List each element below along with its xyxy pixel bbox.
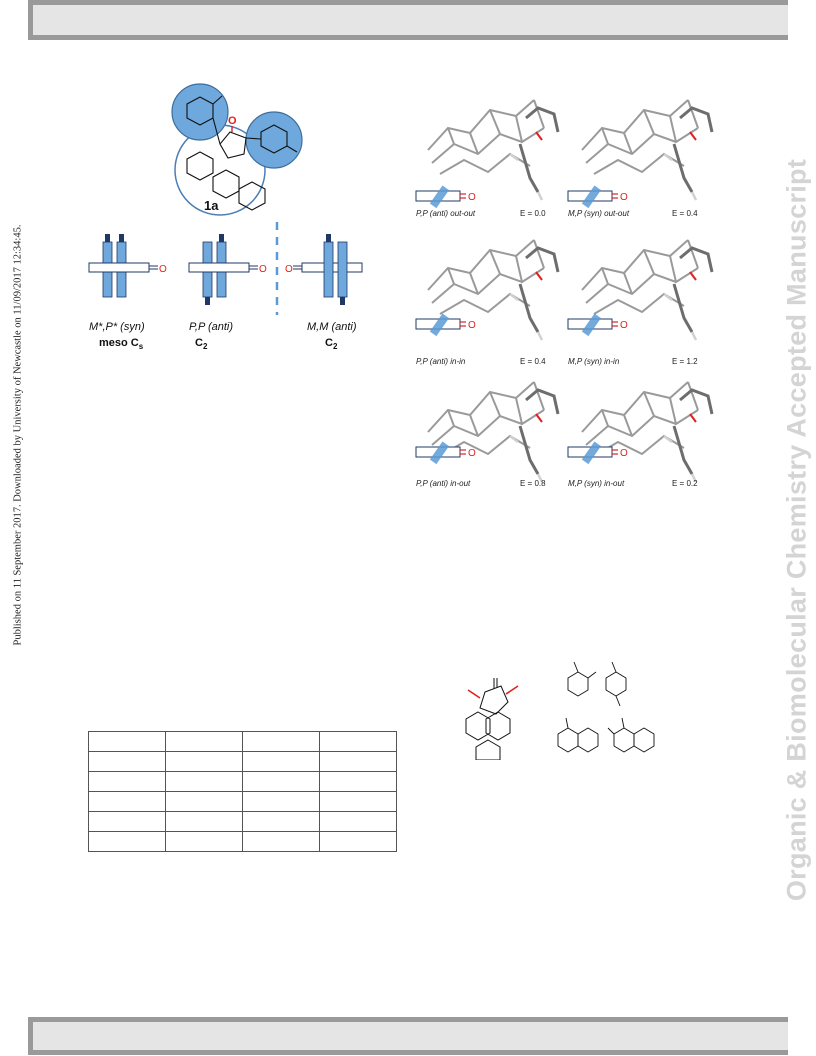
conformer-energy: E = 0.2 xyxy=(672,479,698,488)
conformers-figure: O P,P (anti) out-out E = 0.0 O M,P (syn)… xyxy=(415,98,714,488)
conformer-energy: E = 0.8 xyxy=(520,479,546,488)
publication-stamp-text: Published on 11 September 2017. Download… xyxy=(12,224,24,646)
conformer-label: P,P (anti) out-out xyxy=(416,209,476,218)
substituent-p-tolyl xyxy=(605,661,627,707)
table-cell xyxy=(88,771,166,792)
oxygen-label: O xyxy=(468,192,476,203)
table-cell xyxy=(242,771,320,792)
conformer-label: P,P (anti) in-in xyxy=(416,357,466,366)
scaffold-structure xyxy=(465,678,511,760)
table-row xyxy=(88,791,397,812)
page-header-bar xyxy=(28,0,788,40)
table-cell xyxy=(165,731,243,752)
substituent-naphthyl xyxy=(557,717,599,753)
substituent-methylnaphthyl xyxy=(607,717,655,753)
compound-scaffold-figure xyxy=(465,661,655,760)
table-cell xyxy=(242,811,320,832)
conformer-label: M,P (syn) in-in xyxy=(568,357,620,366)
publication-stamp: Published on 11 September 2017. Download… xyxy=(10,215,26,655)
table-cell xyxy=(165,811,243,832)
data-table xyxy=(88,731,397,852)
conformer-label: P,P (anti) in-out xyxy=(416,479,471,488)
table-cell xyxy=(88,831,166,852)
table-cell xyxy=(319,771,397,792)
table-cell xyxy=(242,831,320,852)
table-cell xyxy=(88,791,166,812)
substituent-o-tolyl xyxy=(567,661,597,697)
journal-watermark: Organic & Biomolecular Chemistry Accepte… xyxy=(775,130,816,930)
form-pp-anti-diagram: O xyxy=(188,234,267,305)
form-name-mm-anti: M,M (anti) xyxy=(307,321,357,333)
oxygen-label: O xyxy=(620,448,628,459)
form-subscript-mm-anti: 2 xyxy=(333,342,338,351)
conformer-panel-pp-in-in: O P,P (anti) in-in E = 0.4 xyxy=(415,238,560,366)
form-mm-anti-diagram: O xyxy=(285,234,363,305)
compound-label: 1a xyxy=(204,198,219,213)
compound-1a-figure: O 1a xyxy=(171,83,303,216)
conformer-panel-pp-out-out: O P,P (anti) out-out E = 0.0 xyxy=(415,98,560,218)
table-row xyxy=(88,731,397,752)
conformer-label: M,P (syn) out-out xyxy=(568,209,630,218)
oxygen-label: O xyxy=(468,320,476,331)
tolyl-circle-left xyxy=(171,83,229,141)
oxygen-label: O xyxy=(228,115,237,127)
table-row xyxy=(88,751,397,772)
form-subscript-pp-anti: 2 xyxy=(203,342,208,351)
table-cell xyxy=(165,751,243,772)
conformer-energy: E = 1.2 xyxy=(672,357,698,366)
table-cell xyxy=(242,791,320,812)
conformer-panel-mp-out-out: O M,P (syn) out-out E = 0.4 xyxy=(567,98,714,218)
form-name-syn: M*,P* (syn) xyxy=(89,321,145,333)
svg-text:meso Cs: meso Cs xyxy=(99,337,144,351)
form-syn-diagram: O xyxy=(88,234,167,298)
journal-watermark-text: Organic & Biomolecular Chemistry Accepte… xyxy=(781,158,812,902)
form-symmetry-syn: meso C xyxy=(99,337,139,349)
conformer-panel-mp-in-in: O M,P (syn) in-in E = 1.2 xyxy=(567,238,714,366)
table-cell xyxy=(242,751,320,772)
stereoisomer-forms-figure: O O O M*,P* (syn) meso Cs P,P (anti) C2 … xyxy=(88,222,363,351)
table-cell xyxy=(88,751,166,772)
conformer-panel-pp-in-out: O P,P (anti) in-out E = 0.8 xyxy=(415,380,560,488)
oxygen-label: O xyxy=(259,264,267,275)
svg-text:C2: C2 xyxy=(325,337,338,351)
table-cell xyxy=(88,731,166,752)
conformer-energy: E = 0.4 xyxy=(520,357,546,366)
form-symmetry-mm-anti: C xyxy=(325,337,333,349)
table-cell xyxy=(319,831,397,852)
table-row xyxy=(88,831,397,852)
table-cell xyxy=(165,771,243,792)
form-subscript-syn: s xyxy=(139,342,144,351)
conformer-energy: E = 0.0 xyxy=(520,209,546,218)
table-row xyxy=(88,811,397,832)
table-cell xyxy=(319,731,397,752)
form-name-pp-anti: P,P (anti) xyxy=(189,321,233,333)
table-cell xyxy=(165,831,243,852)
oxygen-label: O xyxy=(620,192,628,203)
oxygen-label: O xyxy=(285,264,293,275)
table-cell xyxy=(319,811,397,832)
conformer-label: M,P (syn) in-out xyxy=(568,479,625,488)
svg-text:C2: C2 xyxy=(195,337,208,351)
conformer-panel-mp-in-out: O M,P (syn) in-out E = 0.2 xyxy=(567,380,714,488)
table-cell xyxy=(165,791,243,812)
oxygen-label: O xyxy=(159,264,167,275)
page-footer-bar xyxy=(28,1017,788,1055)
table-cell xyxy=(88,811,166,832)
conformer-energy: E = 0.4 xyxy=(672,209,698,218)
table-cell xyxy=(319,751,397,772)
oxygen-label: O xyxy=(620,320,628,331)
table-cell xyxy=(319,791,397,812)
form-symmetry-pp-anti: C xyxy=(195,337,203,349)
table-row xyxy=(88,771,397,792)
table-cell xyxy=(242,731,320,752)
oxygen-label: O xyxy=(468,448,476,459)
tolyl-circle-right xyxy=(245,111,303,169)
